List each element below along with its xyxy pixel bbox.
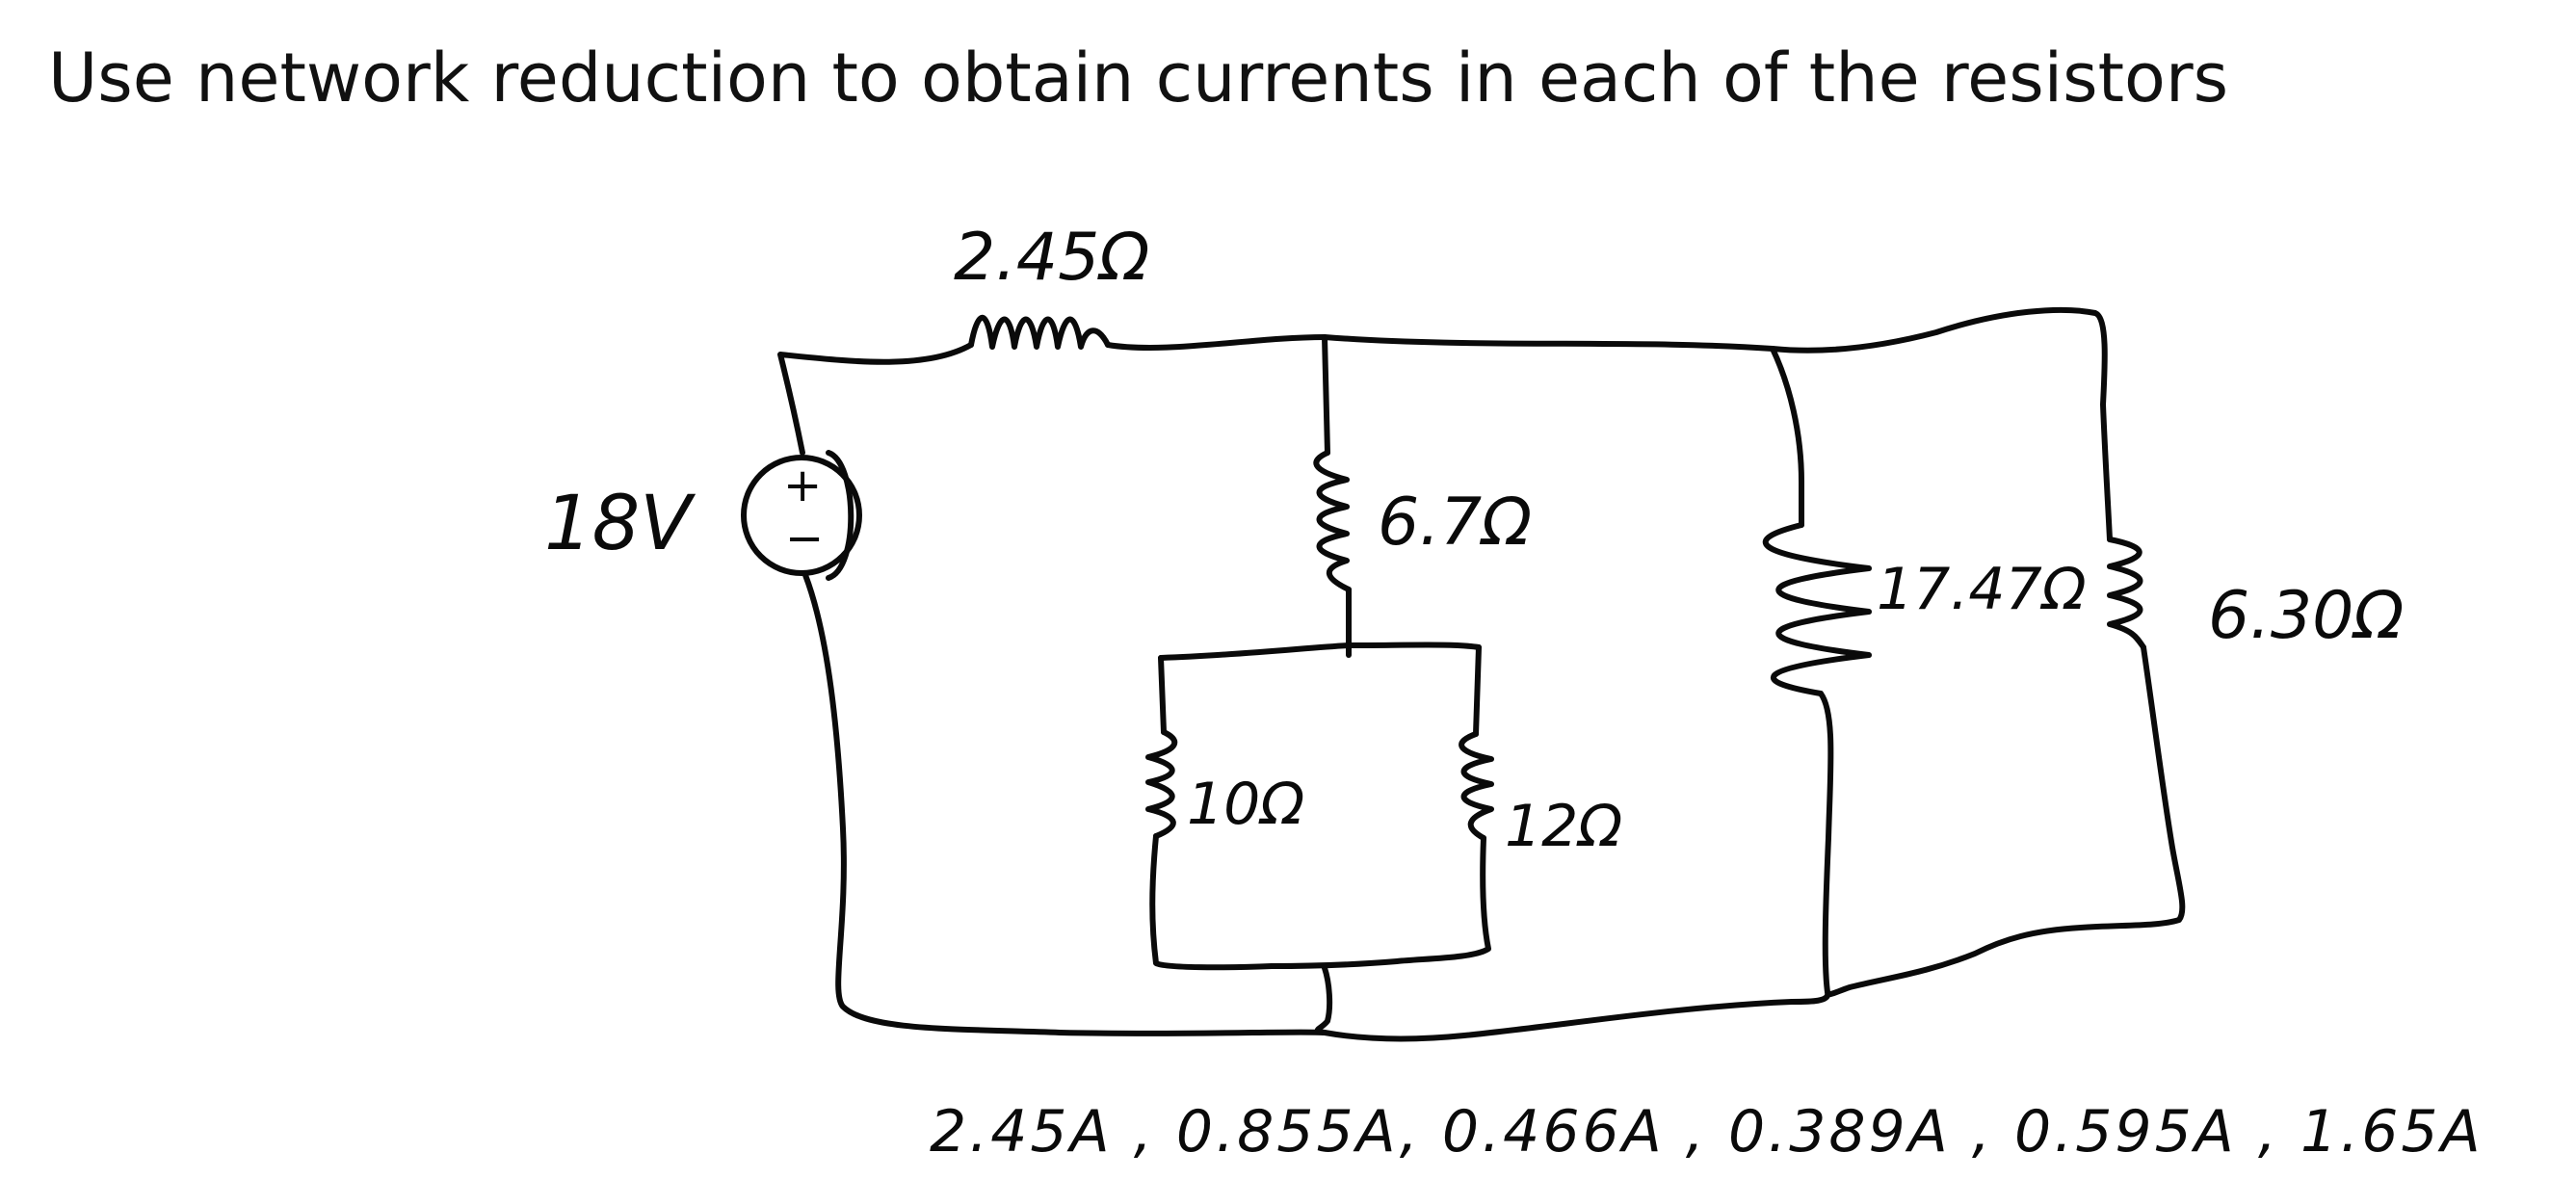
label-series-resistor: 2.45Ω bbox=[954, 220, 1149, 296]
resistor-left-parallel bbox=[1145, 729, 1178, 839]
wire-middle-top bbox=[1322, 334, 1330, 456]
label-fourth-branch-resistor: 6.30Ω bbox=[2208, 578, 2404, 654]
wire-top-left bbox=[777, 342, 974, 456]
wire-parallel-to-bottom bbox=[1314, 965, 1333, 1035]
wire-third-bottom bbox=[1789, 691, 1834, 1005]
label-third-branch-resistor: 17.47Ω bbox=[1877, 556, 2087, 623]
resistor-right-parallel bbox=[1459, 731, 1494, 841]
wire-top-far-right bbox=[1770, 306, 2113, 542]
wire-top-mid bbox=[1105, 334, 1327, 351]
voltage-source bbox=[741, 455, 862, 576]
wire-fourth-bottom bbox=[1825, 644, 2186, 998]
wire-left-vertical bbox=[802, 572, 1327, 1036]
voltage-source-left-arc bbox=[826, 450, 854, 581]
wire-parallel-left-top bbox=[1158, 655, 1167, 735]
wire-top-right bbox=[1322, 334, 1775, 352]
answer-currents: 2.45A , 0.855A, 0.466A , 0.389A , 0.595A… bbox=[930, 1098, 2484, 1166]
resistor-series bbox=[968, 314, 1111, 350]
resistor-middle bbox=[1313, 450, 1352, 592]
label-right-parallel-resistor: 12Ω bbox=[1505, 793, 1622, 860]
wire-parallel-right-top bbox=[1473, 644, 1482, 737]
wire-bottom-right bbox=[1322, 999, 1795, 1042]
label-left-parallel-resistor: 10Ω bbox=[1187, 771, 1304, 838]
label-middle-resistor: 6.7Ω bbox=[1378, 485, 1532, 561]
wire-third-top bbox=[1770, 346, 1804, 528]
page-title: Use network reduction to obtain currents… bbox=[48, 39, 2229, 118]
wire-parallel-top bbox=[1158, 642, 1482, 661]
wire-parallel-right-bottom bbox=[1269, 835, 1491, 969]
source-voltage-label: 18V bbox=[544, 481, 696, 567]
resistor-third-branch bbox=[1762, 522, 1872, 696]
source-minus-sign: − bbox=[785, 511, 824, 565]
resistor-fourth-branch bbox=[2107, 537, 2146, 650]
wire-parallel-left-bottom bbox=[1149, 833, 1275, 971]
source-plus-sign: + bbox=[783, 458, 822, 512]
